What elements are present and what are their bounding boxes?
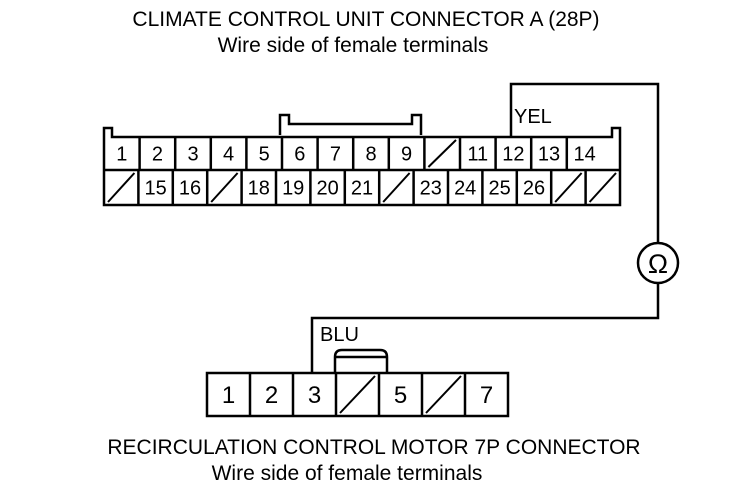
connector-a-row1-terminal-6: 6 bbox=[294, 144, 305, 166]
connector-a-row2-terminal-20: 20 bbox=[316, 178, 338, 200]
connector-a-lock-tab bbox=[278, 113, 423, 135]
connector-b-terminal-1: 1 bbox=[222, 382, 235, 409]
connector-a-row2-terminal-26: 26 bbox=[523, 178, 545, 200]
connector-a-subtitle: Wire side of female terminals bbox=[218, 34, 489, 57]
connector-a-row1-terminal-3: 3 bbox=[187, 144, 198, 166]
connector-a-row1-terminal-8: 8 bbox=[365, 144, 376, 166]
connector-b-empty-slot bbox=[339, 375, 376, 414]
connector-a-row2-terminal-16: 16 bbox=[179, 178, 201, 200]
ohm-symbol: Ω bbox=[648, 249, 668, 279]
connector-b-terminal-2: 2 bbox=[265, 382, 278, 409]
connector-a-row2-terminal-25: 25 bbox=[488, 178, 510, 200]
connector-a-title: CLIMATE CONTROL UNIT CONNECTOR A (28P) bbox=[132, 8, 599, 31]
connector-b-terminal-5: 5 bbox=[394, 382, 407, 409]
connector-a-row2-terminal-19: 19 bbox=[282, 178, 304, 200]
connector-a-row2-terminal-15: 15 bbox=[144, 178, 166, 200]
connector-a-row1-empty-slot bbox=[427, 139, 457, 168]
connector-b-title: RECIRCULATION CONTROL MOTOR 7P CONNECTOR bbox=[107, 436, 640, 459]
connector-b-cells: 1 2 3 5 7 bbox=[222, 373, 493, 416]
connector-b-subtitle: Wire side of female terminals bbox=[212, 462, 483, 485]
connector-a-row2-terminal-18: 18 bbox=[248, 178, 270, 200]
connector-a-row1-terminal-2: 2 bbox=[152, 144, 163, 166]
connector-a-row1-terminal-9: 9 bbox=[401, 144, 412, 166]
connector-a-row1-terminal-1: 1 bbox=[116, 144, 127, 166]
connector-a-row2-empty-slot bbox=[382, 172, 411, 203]
connector-b-terminal-7: 7 bbox=[480, 382, 493, 409]
connector-a-row2: 15 16 18 19 20 21 23 24 25 26 bbox=[107, 170, 617, 205]
connector-a-row2-empty-slot bbox=[107, 172, 136, 203]
connector-a-row2-empty-slot bbox=[554, 172, 583, 203]
connector-a-row1-terminal-12: 12 bbox=[502, 144, 524, 166]
connector-a-row2-empty-slot bbox=[588, 172, 617, 203]
connector-a-row2-empty-slot bbox=[210, 172, 239, 203]
connector-a-row1-terminal-14: 14 bbox=[573, 144, 595, 166]
connector-a-row1-terminal-5: 5 bbox=[259, 144, 270, 166]
yel-wire-label: YEL bbox=[514, 106, 552, 128]
connector-b-lock-tab bbox=[333, 348, 389, 373]
connector-a-row2-terminal-23: 23 bbox=[420, 178, 442, 200]
connector-a-row1-terminal-7: 7 bbox=[330, 144, 341, 166]
connector-a-row1-terminal-4: 4 bbox=[223, 144, 234, 166]
connector-a-row2-terminal-24: 24 bbox=[454, 178, 476, 200]
connector-a-row1-terminal-13: 13 bbox=[538, 144, 560, 166]
connector-b bbox=[205, 348, 510, 418]
connector-b-terminal-3: 3 bbox=[308, 382, 321, 409]
blu-wire-label: BLU bbox=[320, 324, 359, 346]
connector-b-empty-slot bbox=[425, 375, 462, 414]
connector-b-outline bbox=[205, 371, 510, 418]
yel-wire bbox=[509, 82, 660, 243]
connector-a-row2-terminal-21: 21 bbox=[351, 178, 373, 200]
blu-wire bbox=[310, 283, 660, 373]
connector-a-row1-terminal-11: 11 bbox=[467, 144, 488, 166]
